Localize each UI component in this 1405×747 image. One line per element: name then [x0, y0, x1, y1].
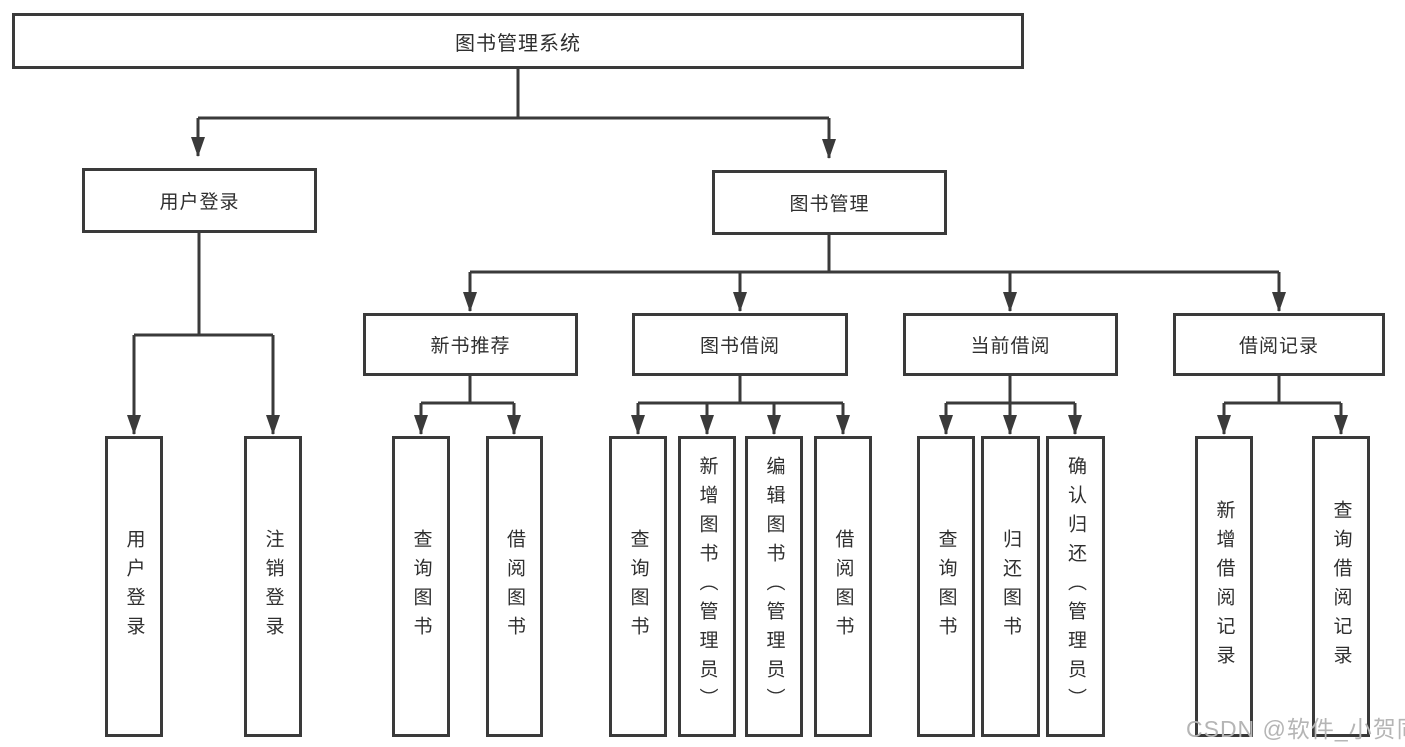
leaf-confirm-return-admin-label: 确认归还（管理员） [1065, 456, 1086, 717]
leaf-user-login-label: 用户登录 [123, 528, 145, 645]
leaf-add-borrow-record-label: 新增借阅记录 [1213, 499, 1235, 674]
leaf-return-book-label: 归还图书 [1000, 528, 1021, 645]
leaf-add-book-admin: 新增图书（管理员） [678, 436, 736, 737]
leaf-user-login: 用户登录 [105, 436, 163, 737]
leaf-query-books-recommend: 查询图书 [392, 436, 450, 737]
leaf-borrow-books-recommend: 借阅图书 [486, 436, 543, 737]
leaf-add-book-admin-label: 新增图书（管理员） [696, 456, 718, 717]
leaf-query-borrow-record-label: 查询借阅记录 [1330, 499, 1352, 674]
leaf-confirm-return-admin: 确认归还（管理员） [1046, 436, 1105, 737]
leaf-edit-book-admin-label: 编辑图书（管理员） [763, 456, 785, 717]
leaf-query-borrow-record: 查询借阅记录 [1312, 436, 1370, 737]
leaf-query-books-recommend-label: 查询图书 [410, 528, 432, 645]
leaf-borrow-books-recommend-label: 借阅图书 [504, 528, 525, 645]
leaf-return-book: 归还图书 [981, 436, 1040, 737]
leaf-edit-book-admin: 编辑图书（管理员） [745, 436, 803, 737]
leaf-query-books-borrow: 查询图书 [609, 436, 667, 737]
node-book-management: 图书管理 [712, 170, 947, 235]
leaf-query-books-borrow-label: 查询图书 [627, 528, 649, 645]
node-borrow-records: 借阅记录 [1173, 313, 1385, 376]
leaf-borrow-books: 借阅图书 [814, 436, 872, 737]
leaf-logout: 注销登录 [244, 436, 302, 737]
leaf-query-books-current: 查询图书 [917, 436, 975, 737]
leaf-query-books-current-label: 查询图书 [935, 528, 957, 645]
leaf-add-borrow-record: 新增借阅记录 [1195, 436, 1253, 737]
node-user-login: 用户登录 [82, 168, 317, 233]
node-root: 图书管理系统 [12, 13, 1024, 69]
node-new-book-recommend: 新书推荐 [363, 313, 578, 376]
leaf-logout-label: 注销登录 [262, 528, 284, 645]
node-book-borrow: 图书借阅 [632, 313, 848, 376]
node-current-borrow: 当前借阅 [903, 313, 1118, 376]
leaf-borrow-books-label: 借阅图书 [832, 528, 854, 645]
csdn-watermark: CSDN @软件_小贺同学 [1186, 716, 1405, 742]
